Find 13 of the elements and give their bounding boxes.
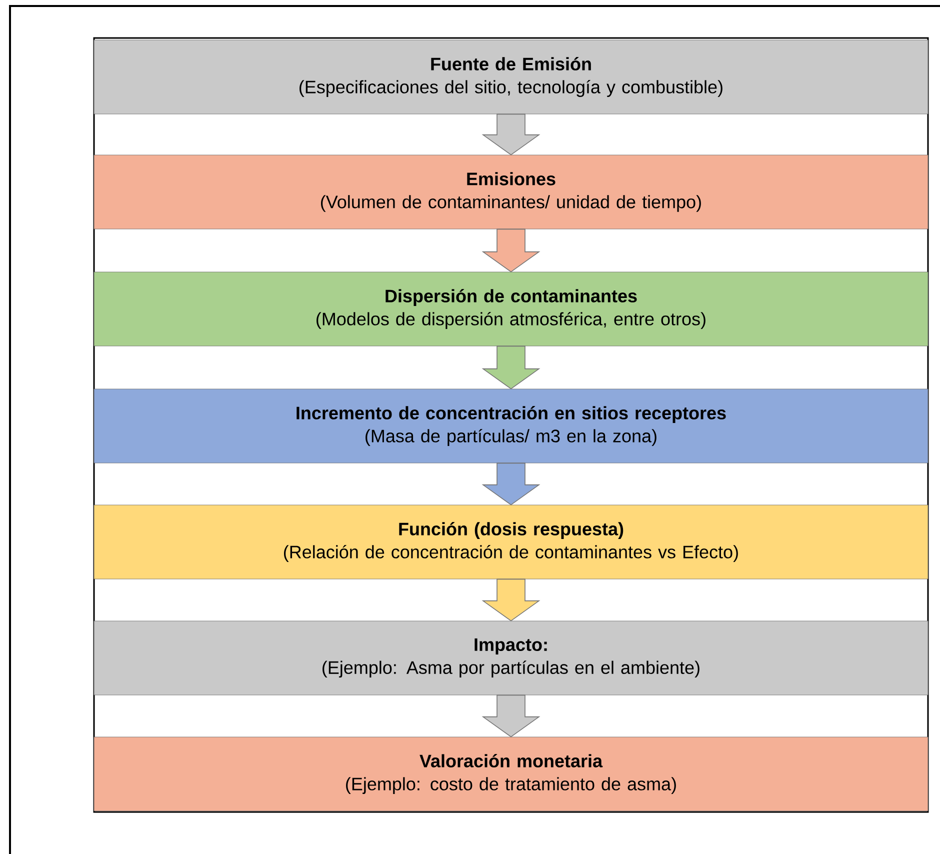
process-band: Valoración monetaria (Ejemplo: costo de tratamiento de asma) <box>94 736 928 812</box>
block-arrow <box>482 462 540 506</box>
block-arrow <box>482 578 540 622</box>
block-arrow <box>482 228 540 272</box>
process-band: Función (dosis respuesta) (Relación de concentración de contaminantes vs Efecto) <box>94 504 928 580</box>
process-band: Incremento de concentración en sitios receptores (Masa de partículas/ m3 en la zona) <box>94 388 928 464</box>
block-arrow <box>482 346 540 390</box>
process-band: Emisiones (Volumen de contaminantes/ unidad de tiempo) <box>94 154 928 230</box>
block-arrow <box>482 694 540 738</box>
process-band: Dispersión de contaminantes (Modelos de dispersión atmosférica, entre otros) <box>94 272 928 346</box>
process-band: Fuente de Emisión (Especificaciones del sitio, tecnología y combustible) <box>94 40 928 114</box>
block-arrow <box>482 114 540 156</box>
process-band: Impacto: (Ejemplo: Asma por partículas en el ambiente) <box>94 620 928 696</box>
